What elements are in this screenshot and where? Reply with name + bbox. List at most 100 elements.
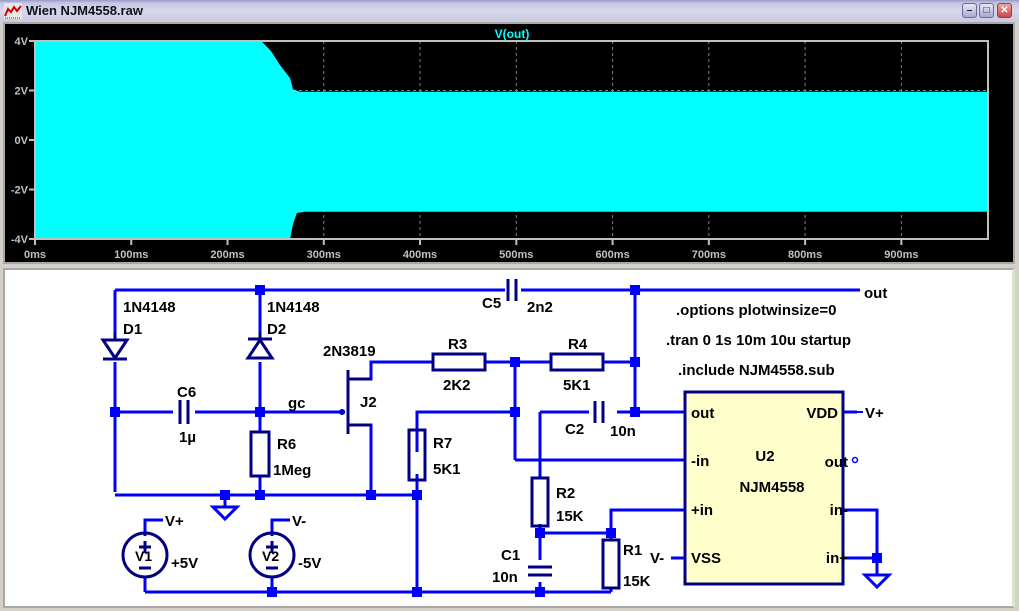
diode-d2[interactable] (245, 332, 275, 360)
r6-ref: R6 (277, 436, 296, 453)
resistor-r6[interactable] (249, 430, 271, 478)
spice-directive-include[interactable]: .include NJM4558.sub (678, 362, 835, 379)
x-tick-label: 800ms (788, 249, 822, 261)
x-tick-label: 400ms (403, 249, 437, 261)
schematic-labels: 1N4148 D1 1N4148 D2 C6 1µ R6 1Meg gc 2N3… (123, 285, 887, 590)
v2-value: -5V (298, 555, 321, 572)
u2-pin-in-minus: in- (830, 502, 848, 519)
junction-dots (110, 285, 882, 597)
v1-value: +5V (171, 555, 198, 572)
c1-ref: C1 (501, 547, 520, 564)
opamp-u2[interactable] (683, 390, 863, 586)
waveform-icon (4, 3, 22, 19)
capacitor-c1[interactable] (528, 565, 552, 577)
j2-value: 2N3819 (323, 343, 376, 360)
c1-value: 10n (492, 569, 518, 586)
x-tick-label: 700ms (692, 249, 726, 261)
components (100, 279, 893, 590)
u2-pin-vdd: VDD (806, 405, 838, 422)
c2-ref: C2 (565, 421, 584, 438)
minimize-button[interactable]: – (962, 3, 977, 18)
x-tick-label: 200ms (210, 249, 244, 261)
j2-ref: J2 (360, 394, 377, 411)
y-tick-label: -4V (11, 234, 29, 246)
v2-ref: V2 (262, 548, 279, 564)
u2-pin-out-right: out (825, 454, 848, 471)
r3-value: 2K2 (443, 377, 471, 394)
y-tick-label: 4V (15, 36, 29, 48)
r2-value: 15K (556, 508, 584, 525)
x-tick-label: 300ms (307, 249, 341, 261)
ground-icon (209, 505, 241, 522)
window-title: Wien NJM4558.raw (26, 3, 143, 18)
trace-label[interactable]: V(out) (495, 27, 530, 41)
y-tick-label: 2V (15, 86, 29, 98)
trace-vout (35, 41, 988, 239)
r4-ref: R4 (568, 336, 588, 353)
wires (113, 288, 879, 594)
r6-value: 1Meg (273, 462, 311, 479)
c5-ref: C5 (482, 295, 501, 312)
close-button[interactable]: ✕ (997, 3, 1012, 18)
net-label-vplus-u2: V+ (865, 405, 884, 422)
capacitor-c6[interactable] (178, 400, 190, 424)
u2-pin-in-plus: in+ (826, 550, 848, 567)
voltage-source-v1[interactable] (121, 531, 169, 579)
u2-pin-out-left: out (691, 405, 714, 422)
waveform-plot[interactable]: 4V 2V 0V -2V -4V 0ms 100ms 200ms 300ms 400ms 500m… (5, 24, 1013, 262)
u2-pin-minus-in: -in (691, 453, 709, 470)
c6-ref: C6 (177, 384, 196, 401)
d2-value: 1N4148 (267, 299, 320, 316)
resistor-r2[interactable] (530, 476, 550, 528)
d1-value: 1N4148 (123, 299, 176, 316)
window-titlebar[interactable]: Wien NJM4558.raw – □ ✕ (0, 0, 1019, 22)
diode-d1[interactable] (100, 332, 130, 361)
voltage-source-v2[interactable] (248, 531, 296, 579)
waveform-plot-pane[interactable]: 4V 2V 0V -2V -4V 0ms 100ms 200ms 300ms 400ms 500m… (3, 22, 1015, 264)
d1-ref: D1 (123, 321, 142, 338)
r2-ref: R2 (556, 485, 575, 502)
x-tick-label: 900ms (884, 249, 918, 261)
maximize-button[interactable]: □ (979, 3, 994, 18)
capacitor-c5[interactable] (506, 279, 518, 301)
x-tick-label: 100ms (114, 249, 148, 261)
net-label-vplus-v1: V+ (165, 513, 184, 530)
net-label-vminus-u2: V- (650, 550, 664, 567)
c5-value: 2n2 (527, 299, 553, 316)
r4-value: 5K1 (563, 377, 591, 394)
net-label-gc: gc (288, 395, 306, 412)
u2-pin-plus-in: +in (691, 502, 713, 519)
x-tick-label: 500ms (499, 249, 533, 261)
y-axis-ticks: 4V 2V 0V -2V -4V (11, 36, 35, 246)
resistor-r3[interactable] (431, 352, 487, 372)
c2-value: 10n (610, 423, 636, 440)
v1-ref: V1 (135, 548, 152, 564)
r3-ref: R3 (448, 336, 467, 353)
c6-value: 1µ (179, 429, 196, 446)
schematic-pane[interactable]: 1N4148 D1 1N4148 D2 C6 1µ R6 1Meg gc 2N3… (3, 268, 1015, 608)
x-tick-label: 600ms (595, 249, 629, 261)
ground-icon (861, 573, 893, 590)
r7-value: 5K1 (433, 461, 461, 478)
r7-ref: R7 (433, 435, 452, 452)
capacitor-c2[interactable] (593, 401, 605, 423)
spice-directive-tran[interactable]: .tran 0 1s 10m 10u startup (666, 332, 851, 349)
resistor-r4[interactable] (549, 352, 605, 372)
y-tick-label: 0V (15, 135, 29, 147)
u2-pin-vss: VSS (691, 550, 721, 567)
jfet-j2[interactable] (325, 370, 371, 434)
net-label-out: out (864, 285, 887, 302)
schematic-canvas[interactable]: 1N4148 D1 1N4148 D2 C6 1µ R6 1Meg gc 2N3… (5, 270, 1012, 606)
u2-value: NJM4558 (739, 479, 804, 496)
resistor-r1[interactable] (601, 538, 621, 590)
r1-value: 15K (623, 573, 651, 590)
u2-ref: U2 (755, 448, 774, 465)
x-tick-label: 0ms (24, 249, 46, 261)
r1-ref: R1 (623, 542, 642, 559)
d2-ref: D2 (267, 321, 286, 338)
net-label-vminus-v2: V- (292, 513, 306, 530)
resistor-r7[interactable] (407, 428, 427, 482)
x-axis-ticks: 0ms 100ms 200ms 300ms 400ms 500ms 600ms 700ms 80… (24, 239, 918, 261)
y-tick-label: -2V (11, 185, 29, 197)
spice-directive-options[interactable]: .options plotwinsize=0 (676, 302, 836, 319)
